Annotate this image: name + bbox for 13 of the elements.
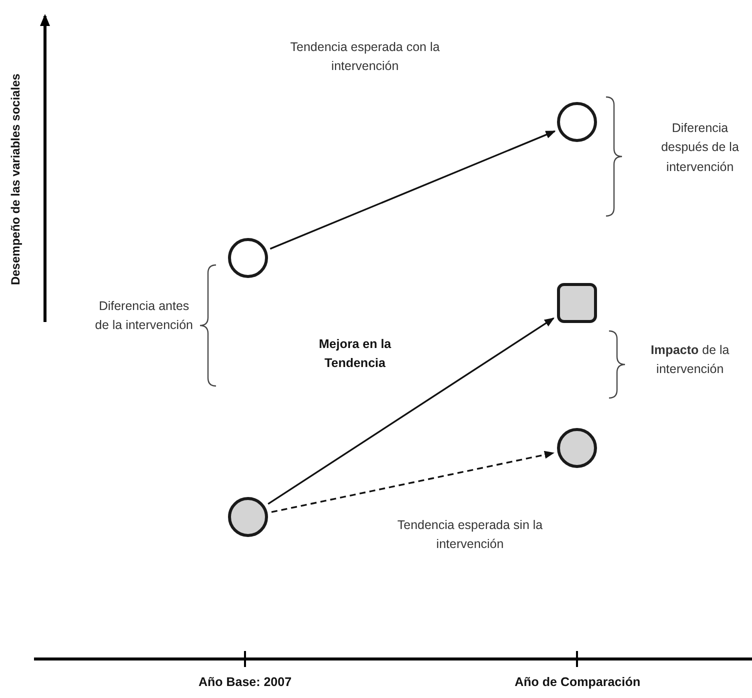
axis-title: Desempeño de las variables sociales xyxy=(8,72,24,288)
annotation-text: Diferencia después de la intervención xyxy=(660,120,740,176)
arrow xyxy=(271,450,554,513)
annotation-text: Tendencia esperada con la intervención xyxy=(289,39,441,76)
annotation-text: Mejora en la Tendencia xyxy=(318,336,392,372)
annotation-text: Tendencia esperada sin la intervención xyxy=(396,517,544,554)
arrow xyxy=(268,317,554,505)
square-marker xyxy=(557,283,597,323)
axis-label: Año de Comparación xyxy=(514,674,642,691)
annotation-text: Impacto de la intervención xyxy=(650,342,730,378)
axis-label: Año Base: 2007 xyxy=(197,674,293,691)
arrow xyxy=(270,130,556,250)
annotation-text: Diferencia antes de la intervención xyxy=(94,298,194,334)
